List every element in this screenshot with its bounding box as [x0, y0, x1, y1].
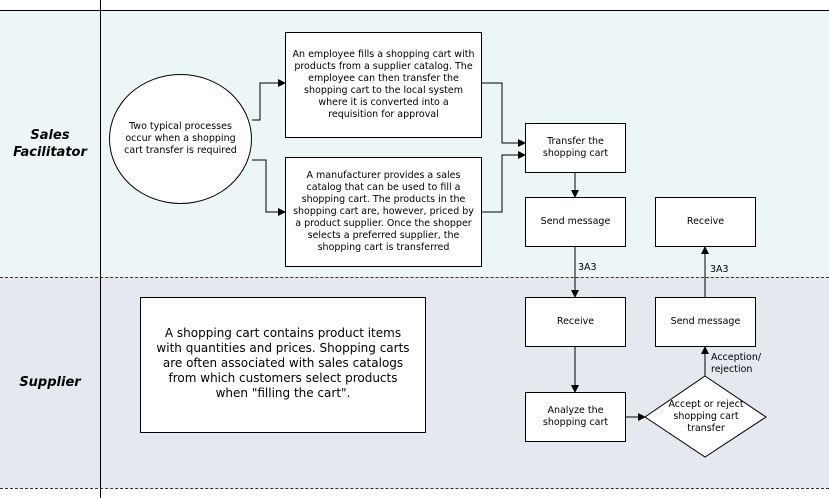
receive-box-top: Receive — [655, 197, 756, 247]
manufacturer-process-box: A manufacturer provides a sales catalog … — [285, 157, 482, 267]
start-circle: Two typical processes occur when a shopp… — [109, 74, 252, 204]
lane-label-supplier: Supplier — [19, 375, 81, 390]
edge-start-to-employee — [252, 79, 286, 121]
decision-diamond — [644, 375, 767, 458]
edge-manufacturer-to-transfer — [482, 151, 526, 213]
lane-label-sales-facilitator: Sales Facilitator — [13, 128, 87, 160]
transfer-cart-box: Transfer the shopping cart — [525, 123, 626, 173]
employee-process-box: An employee fills a shopping cart with p… — [285, 32, 482, 138]
edge-employee-to-transfer — [482, 82, 526, 147]
transfer-cart-text: Transfer the shopping cart — [542, 136, 609, 159]
lane-divider — [0, 277, 829, 278]
analyze-cart-text: Analyze the shopping cart — [542, 405, 609, 428]
send-message-text-bottom: Send message — [670, 316, 741, 327]
note-box: A shopping cart contains product items w… — [140, 297, 426, 433]
edge-label-3a3-up: 3A3 — [710, 264, 729, 275]
lane-bottom-border — [0, 488, 829, 489]
edge-start-to-manufacturer — [252, 159, 286, 216]
send-message-box-top: Send message — [525, 197, 626, 247]
receive-box-bottom: Receive — [525, 297, 626, 347]
send-message-text-top: Send message — [540, 216, 611, 227]
edge-label-acception: Acception/ rejection — [711, 352, 762, 375]
lane-label-column — [0, 0, 101, 498]
edge-label-3a3-down: 3A3 — [578, 262, 597, 273]
start-circle-text: Two typical processes occur when a shopp… — [124, 121, 237, 156]
receive-text-bottom: Receive — [556, 316, 595, 327]
lane-top-border — [0, 10, 829, 11]
send-message-box-bottom: Send message — [655, 297, 756, 347]
note-text: A shopping cart contains product items w… — [156, 326, 410, 400]
manufacturer-process-text: A manufacturer provides a sales catalog … — [293, 170, 474, 253]
employee-process-text: An employee fills a shopping cart with p… — [292, 49, 475, 120]
decision-text: Accept or reject shopping cart transfer — [668, 399, 744, 434]
receive-text-top: Receive — [686, 216, 725, 227]
analyze-cart-box: Analyze the shopping cart — [525, 392, 626, 442]
